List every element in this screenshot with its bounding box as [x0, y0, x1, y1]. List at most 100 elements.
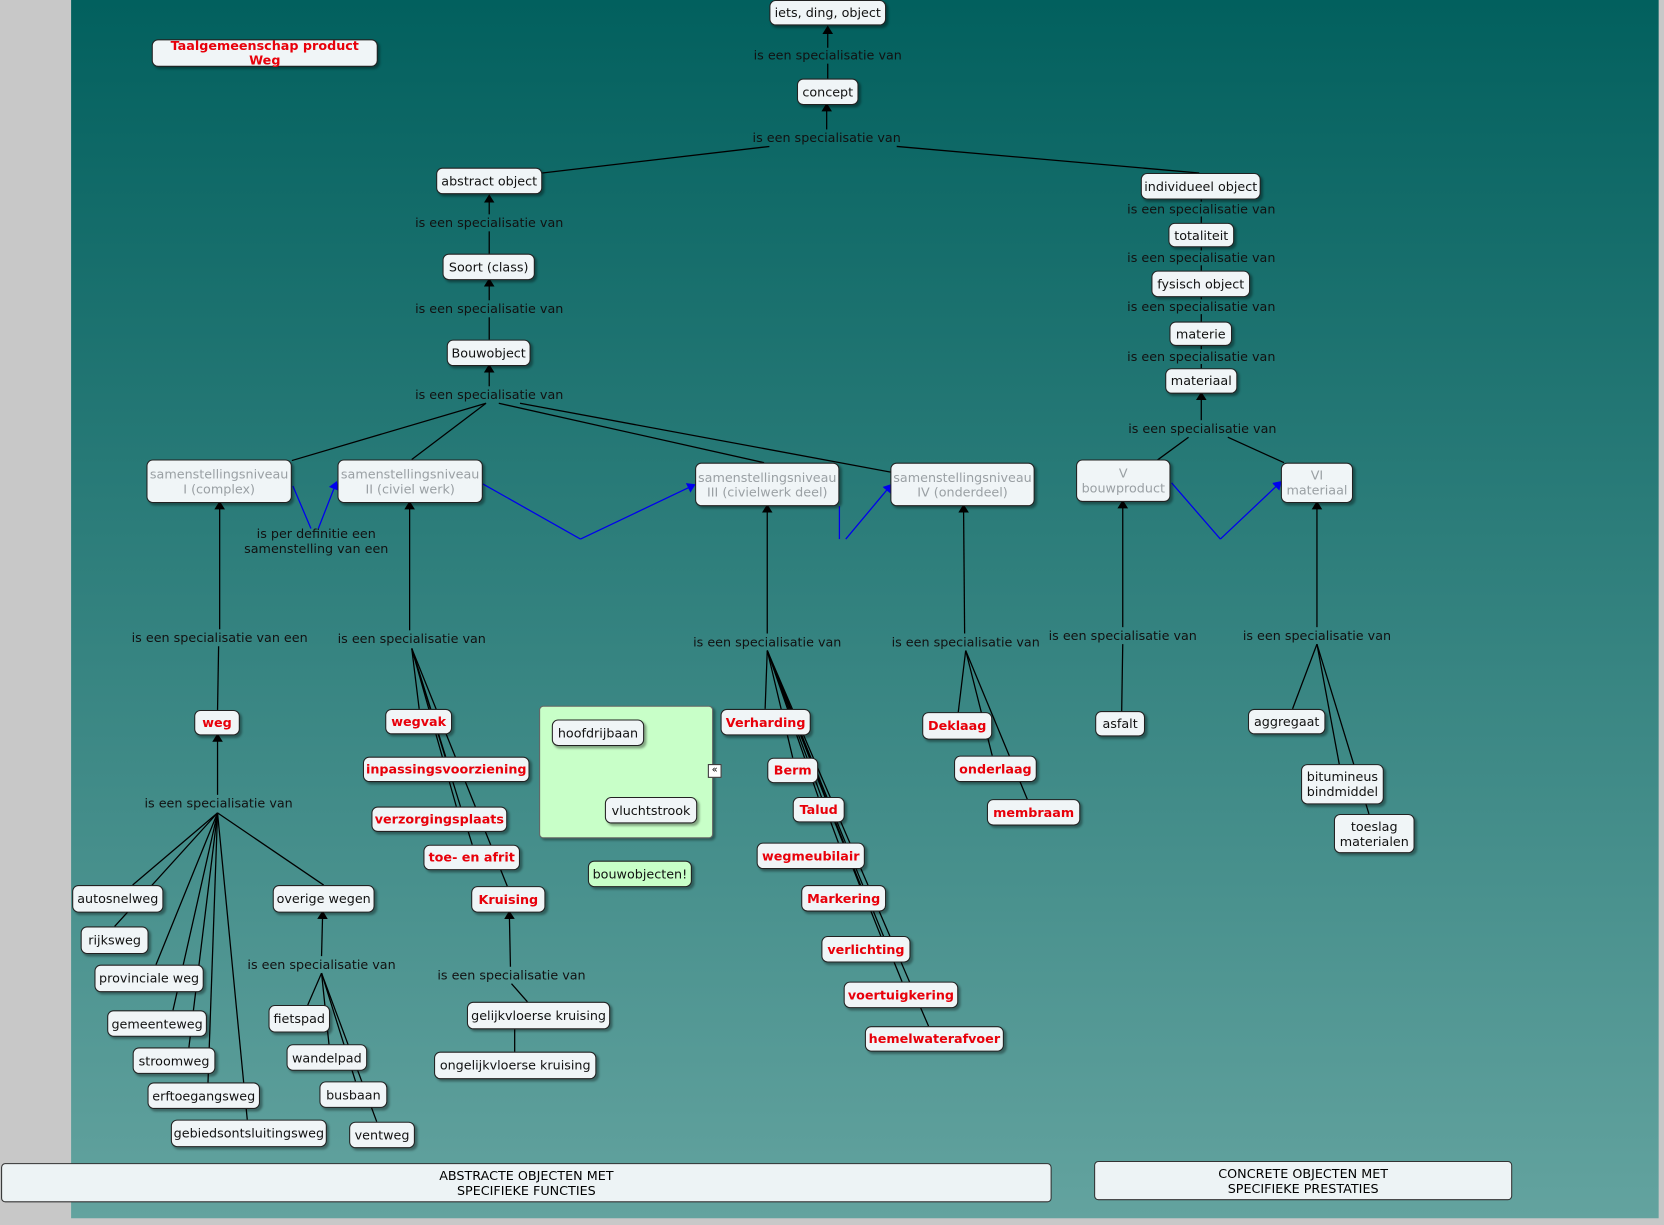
concept-node-individueel[interactable]: individueel object	[1140, 172, 1261, 200]
link-label[interactable]: is een specialisatie van	[1242, 628, 1392, 644]
concept-node-wandelpad[interactable]: wandelpad	[286, 1044, 368, 1071]
concept-node-abstract[interactable]: abstract object	[436, 167, 543, 195]
concept-node-overige[interactable]: overige wegen	[272, 885, 375, 913]
concept-node-voertuigkering[interactable]: voertuigkering	[843, 981, 959, 1009]
concept-node-membraam[interactable]: membraam	[986, 799, 1081, 826]
concept-node-gebieds[interactable]: gebiedsontsluitingsweg	[170, 1119, 327, 1148]
specialisation-link-line[interactable]	[766, 650, 794, 758]
concept-node-concept[interactable]: concept	[796, 78, 859, 106]
collapse-icon[interactable]: «	[707, 764, 722, 778]
concept-node-onderlaag[interactable]: onderlaag	[954, 755, 1037, 783]
concept-node-ongelijk[interactable]: ongelijkvloerse kruising	[434, 1051, 597, 1080]
specialisation-link-line[interactable]	[965, 650, 993, 756]
concept-node-ventweg[interactable]: ventweg	[349, 1121, 415, 1149]
concept-node-gemeenteweg[interactable]: gemeenteweg	[107, 1010, 207, 1037]
concept-node-verzorging[interactable]: verzorgingsplaats	[371, 806, 508, 832]
concept-node-erftoegang[interactable]: erftoegangsweg	[147, 1082, 260, 1109]
specialisation-link-line[interactable]	[896, 145, 1200, 174]
concept-node-s3[interactable]: samenstellingsniveau III (civielwerk dee…	[695, 462, 840, 507]
specialisation-link-line[interactable]	[188, 812, 219, 1048]
concept-node-fietspad[interactable]: fietspad	[268, 1004, 331, 1033]
concept-node-aggregaat[interactable]: aggregaat	[1247, 708, 1326, 735]
concept-node-stroomweg[interactable]: stroomweg	[132, 1047, 216, 1074]
specialisation-link-line[interactable]	[216, 812, 248, 1120]
concept-node-verlichting[interactable]: verlichting	[821, 935, 911, 963]
footer-concrete-objects[interactable]: CONCRETE OBJECTEN MET SPECIFIEKE PRESTAT…	[1094, 1160, 1513, 1201]
specialisation-link-line[interactable]	[504, 910, 515, 967]
concept-node-hemelwater[interactable]: hemelwaterafvoer	[864, 1026, 1004, 1052]
concept-node-s2[interactable]: samenstellingsniveau II (civiel werk)	[337, 459, 483, 504]
link-label[interactable]: is een specialisatie van	[1127, 299, 1276, 315]
concept-node-toeafrit[interactable]: toe- en afrit	[423, 844, 520, 871]
concept-node-rijksweg[interactable]: rijksweg	[80, 926, 149, 955]
composition-link-line[interactable]	[317, 481, 339, 529]
concept-node-iets[interactable]: iets, ding, object	[769, 0, 887, 26]
link-label[interactable]: is een specialisatie van	[693, 634, 842, 650]
specialisation-link-line[interactable]	[207, 812, 219, 1083]
link-label[interactable]: is een specialisatie van	[1128, 421, 1277, 437]
composition-link-line[interactable]	[292, 485, 312, 529]
composition-link-line[interactable]	[1171, 482, 1221, 540]
specialisation-link-line[interactable]	[519, 402, 892, 473]
specialisation-link-line[interactable]	[291, 402, 487, 462]
concept-node-wegmeubilair[interactable]: wegmeubilair	[756, 842, 865, 870]
link-label[interactable]: is een specialisatie van	[144, 795, 293, 811]
concept-node-kruising[interactable]: Kruising	[471, 886, 546, 913]
concept-node-bitumineus[interactable]: bitumineus bindmiddel	[1301, 764, 1384, 805]
specialisation-link-line[interactable]	[542, 145, 770, 174]
specialisation-link-line[interactable]	[411, 648, 420, 709]
concept-node-asfalt[interactable]: asfalt	[1095, 711, 1146, 737]
specialisation-link-line[interactable]	[766, 650, 930, 1027]
specialisation-link-line[interactable]	[511, 983, 528, 1003]
concept-node-talud[interactable]: Talud	[792, 796, 845, 823]
specialisation-link-line[interactable]	[411, 402, 487, 461]
specialisation-link-line[interactable]	[217, 812, 325, 886]
composition-link-line[interactable]	[580, 483, 696, 540]
concept-node-berm[interactable]: Berm	[767, 757, 819, 784]
concept-node-provinciale[interactable]: provinciale weg	[94, 964, 204, 993]
link-label[interactable]: is een specialisatie van een	[131, 630, 308, 646]
concept-node-materie[interactable]: materie	[1169, 321, 1233, 346]
specialisation-link-line[interactable]	[958, 504, 969, 634]
concept-node-bouwobject[interactable]: Bouwobject	[446, 339, 531, 367]
concept-node-gelijk[interactable]: gelijkvloerse kruising	[466, 1001, 611, 1030]
link-label[interactable]: is een specialisatie van	[415, 215, 564, 231]
concept-node-totaliteit[interactable]: totaliteit	[1168, 222, 1235, 248]
specialisation-link-line[interactable]	[307, 972, 323, 1006]
specialisation-link-line[interactable]	[1227, 436, 1285, 464]
specialisation-link-line[interactable]	[317, 910, 328, 957]
specialisation-link-line[interactable]	[1316, 644, 1340, 765]
concept-node-v[interactable]: V bouwproduct	[1076, 459, 1171, 502]
footer-abstract-objects[interactable]: ABSTRACTE OBJECTEN MET SPECIFIEKE FUNCTI…	[1, 1163, 1052, 1203]
link-label[interactable]: is per definitie een samenstelling van e…	[244, 526, 389, 557]
specialisation-link-line[interactable]	[216, 646, 220, 710]
concept-node-soort[interactable]: Soort (class)	[442, 253, 535, 281]
link-label[interactable]: is een specialisatie van	[1127, 250, 1276, 266]
specialisation-link-line[interactable]	[957, 650, 967, 713]
link-label[interactable]: is een specialisatie van	[891, 634, 1040, 650]
link-label[interactable]: is een specialisatie van	[1127, 349, 1276, 364]
specialisation-link-line[interactable]	[1291, 643, 1318, 710]
link-label[interactable]: is een specialisatie van	[1127, 201, 1276, 217]
concept-node-bouwobjecten[interactable]: bouwobjecten!	[587, 860, 692, 888]
link-label[interactable]: is een specialisatie van	[753, 47, 902, 63]
specialisation-link-line[interactable]	[1121, 644, 1124, 712]
concept-node-toeslag[interactable]: toeslag materialen	[1333, 813, 1415, 854]
concept-node-deklaag[interactable]: Deklaag	[922, 712, 993, 740]
concept-node-s1[interactable]: samenstellingsniveau I (complex)	[146, 459, 292, 504]
specialisation-link-line[interactable]	[1156, 436, 1189, 462]
concept-node-vi[interactable]: VI materiaal	[1280, 462, 1354, 504]
composition-link-line[interactable]	[482, 483, 581, 540]
link-label[interactable]: is een specialisatie van	[247, 957, 396, 973]
composition-link-line[interactable]	[1219, 480, 1282, 540]
specialisation-link-line[interactable]	[155, 812, 219, 965]
concept-node-wegvak[interactable]: wegvak	[385, 708, 453, 735]
specialisation-link-line[interactable]	[132, 812, 218, 886]
concept-node-inpassing[interactable]: inpassingsvoorziening	[362, 756, 530, 783]
link-label[interactable]: is een specialisatie van	[437, 967, 586, 983]
composition-link-line[interactable]	[845, 483, 893, 540]
link-label[interactable]: is een specialisatie van	[415, 387, 564, 403]
concept-node-markering[interactable]: Markering	[801, 885, 887, 912]
link-label[interactable]: is een specialisatie van	[415, 301, 564, 317]
concept-node-weg[interactable]: weg	[194, 709, 240, 736]
